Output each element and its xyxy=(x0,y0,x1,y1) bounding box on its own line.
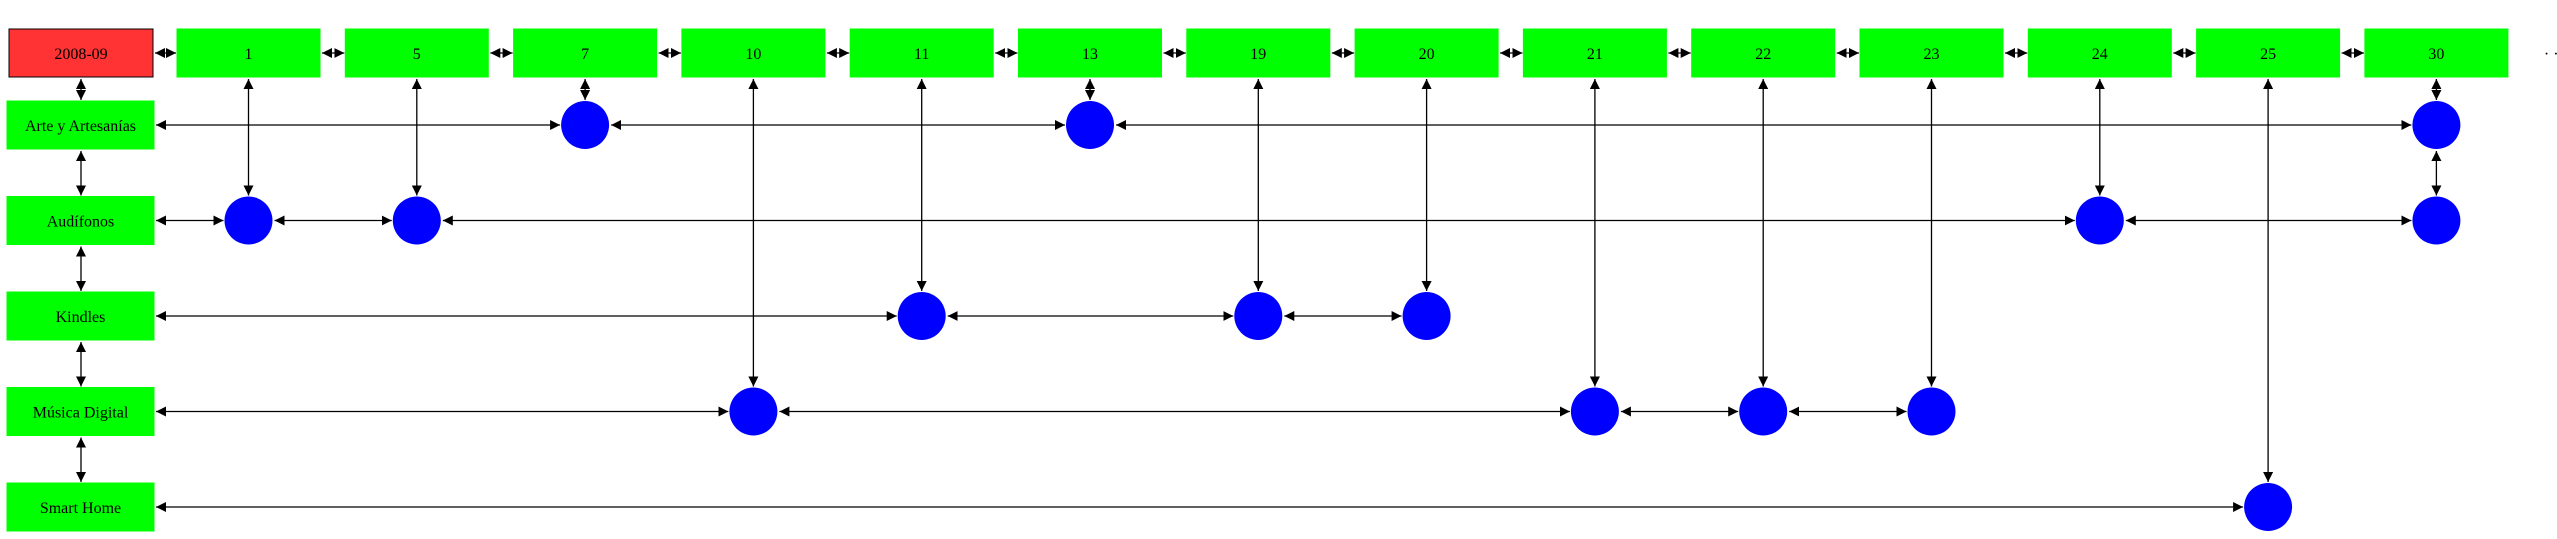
column-box-24: 24 xyxy=(2027,28,2172,78)
column-box-30: 30 xyxy=(2364,28,2509,78)
column-box-13-label: 13 xyxy=(1082,46,1098,63)
row-label-smart-home: Smart Home xyxy=(6,482,155,532)
row-label-arte-y-artesanias-rect xyxy=(6,100,155,150)
column-box-23-label: 23 xyxy=(1924,46,1940,63)
column-box-20: 20 xyxy=(1354,28,1499,78)
node-smart-home-25 xyxy=(2244,483,2293,531)
node-musica-digital-23 xyxy=(1907,387,1956,436)
node-arte-y-artesanias-30 xyxy=(2412,101,2461,149)
column-box-5-label: 5 xyxy=(413,46,421,63)
row-label-musica-digital-rect xyxy=(6,387,155,436)
row-label-kindles-label: Kindles xyxy=(56,309,106,326)
column-box-13: 13 xyxy=(1018,28,1162,78)
period-box-label: 2008-09 xyxy=(54,46,107,63)
column-box-20-rect xyxy=(1354,28,1499,78)
node-audifonos-5 xyxy=(392,196,441,245)
node-kindles-11 xyxy=(897,292,946,340)
column-box-10-label: 10 xyxy=(745,46,761,63)
column-box-23-rect xyxy=(1859,28,2004,78)
row-label-arte-y-artesanias-label: Arte y Artesanías xyxy=(25,118,136,135)
row-label-smart-home-label: Smart Home xyxy=(40,500,121,517)
node-audifonos-24 xyxy=(2075,196,2124,245)
node-musica-digital-10 xyxy=(729,387,778,436)
node-arte-y-artesanias-7 xyxy=(561,101,610,149)
row-label-kindles-rect xyxy=(6,291,155,341)
column-box-21: 21 xyxy=(1522,28,1667,78)
period-box-rect xyxy=(8,28,154,78)
row-label-audifonos-label: Audífonos xyxy=(47,214,115,231)
row-label-arte-y-artesanias: Arte y Artesanías xyxy=(6,100,155,150)
node-audifonos-1 xyxy=(224,196,273,245)
column-box-22: 22 xyxy=(1691,28,1836,78)
column-box-1: 1 xyxy=(176,28,321,78)
column-box-20-label: 20 xyxy=(1419,46,1435,63)
column-box-5-rect xyxy=(344,28,489,78)
column-box-19: 19 xyxy=(1186,28,1331,78)
column-box-11: 11 xyxy=(849,28,994,78)
column-box-10-rect xyxy=(681,28,826,78)
column-box-30-label: 30 xyxy=(2428,46,2444,63)
column-box-7: 7 xyxy=(513,28,658,78)
node-musica-digital-21 xyxy=(1570,387,1619,436)
column-box-24-label: 24 xyxy=(2092,46,2108,63)
column-box-11-rect xyxy=(849,28,994,78)
row-label-musica-digital-label: Música Digital xyxy=(33,405,129,422)
period-box: 2008-09 xyxy=(8,28,154,78)
row-label-musica-digital: Música Digital xyxy=(6,387,155,436)
column-box-23: 23 xyxy=(1859,28,2004,78)
node-kindles-19 xyxy=(1234,292,1283,340)
column-box-25-rect xyxy=(2196,28,2341,78)
row-label-smart-home-rect xyxy=(6,482,155,532)
row-label-audifonos: Audífonos xyxy=(6,196,155,245)
column-box-22-label: 22 xyxy=(1755,46,1771,63)
node-kindles-20 xyxy=(1402,292,1451,340)
column-box-21-label: 21 xyxy=(1587,46,1603,63)
column-box-7-rect xyxy=(513,28,658,78)
column-box-19-label: 19 xyxy=(1250,46,1266,63)
column-box-5: 5 xyxy=(344,28,489,78)
column-box-13-rect xyxy=(1018,28,1162,78)
column-box-25-label: 25 xyxy=(2260,46,2276,63)
column-box-22-rect xyxy=(1691,28,1836,78)
column-box-30-rect xyxy=(2364,28,2509,78)
node-arte-y-artesanias-13 xyxy=(1066,101,1114,149)
trailing-ellipsis: · · xyxy=(2544,46,2557,63)
row-label-audifonos-rect xyxy=(6,196,155,245)
column-box-11-label: 11 xyxy=(914,46,929,63)
column-box-1-label: 1 xyxy=(245,46,253,63)
node-audifonos-30 xyxy=(2412,196,2461,245)
column-box-7-label: 7 xyxy=(581,46,589,63)
column-box-1-rect xyxy=(176,28,321,78)
column-box-24-rect xyxy=(2027,28,2172,78)
column-box-19-rect xyxy=(1186,28,1331,78)
row-label-kindles: Kindles xyxy=(6,291,155,341)
node-musica-digital-22 xyxy=(1739,387,1788,436)
column-box-25: 25 xyxy=(2196,28,2341,78)
column-box-10: 10 xyxy=(681,28,826,78)
column-box-21-rect xyxy=(1522,28,1667,78)
